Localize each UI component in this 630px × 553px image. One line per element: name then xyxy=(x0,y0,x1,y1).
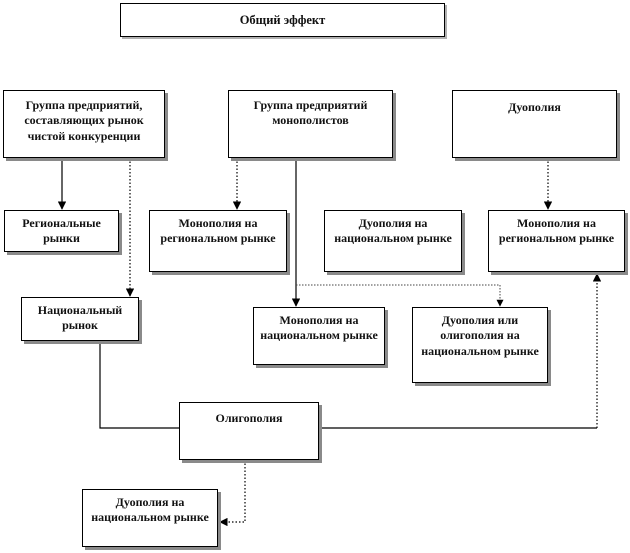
regional-markets-box: Региональные рынки xyxy=(4,210,119,252)
monopolist-group-box: Группа предприятий монополистов xyxy=(228,90,393,158)
regional-monopoly-box-2: Монополия на региональном рынке xyxy=(488,210,625,272)
duopoly-or-oligopoly-box: Дуополия или олигополия на национальном … xyxy=(412,307,548,383)
national-duopoly-box-2: Дуополия на национальном рынке xyxy=(82,489,218,547)
pure-competition-group-box: Группа предприятий, составляющих рынок ч… xyxy=(3,90,165,158)
national-market-box: Национальный рынок xyxy=(21,297,139,341)
connector-oligopoly-to-national-duopoly xyxy=(219,460,246,527)
connector-national-market-to-oligopoly xyxy=(99,341,179,429)
duopoly-box: Дуополия xyxy=(452,90,617,158)
connector-monopolists-to-duopoly-or-oligopoly xyxy=(296,284,504,307)
total-effect-box: Общий эффект xyxy=(120,3,445,37)
oligopoly-box: Олигополия xyxy=(179,402,319,460)
national-duopoly-box-1: Дуополия на национальном рынке xyxy=(324,210,462,272)
regional-monopoly-box-1: Монополия на региональном рынке xyxy=(149,210,287,272)
national-monopoly-box: Монополия на национальном рынке xyxy=(253,307,385,365)
